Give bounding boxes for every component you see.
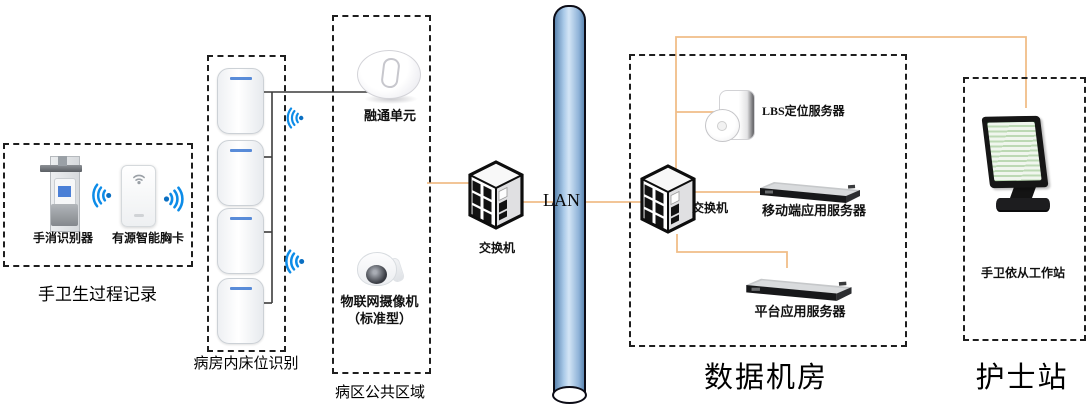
rack-server-icon: [746, 278, 852, 301]
nurse-station-group-box: [963, 77, 1086, 341]
touch-monitor-icon: [981, 114, 1058, 212]
workstation-label: 手卫依从工作站: [980, 266, 1065, 280]
wifi-icon: [88, 182, 113, 209]
core-switch-label: 交换机: [478, 241, 515, 255]
iot-camera-label-line2: （标准型）: [346, 311, 412, 326]
wifi-icon: [283, 106, 305, 130]
hand-hygiene-group-box: [3, 143, 193, 267]
bed-reader-device-icon: [217, 140, 264, 206]
switch-icon: [640, 164, 696, 234]
brand-mark: [229, 77, 252, 80]
platform-app-server-label: 平台应用服务器: [754, 304, 846, 319]
dome-camera-icon: [354, 250, 406, 294]
sanitizer-icon: [38, 154, 92, 236]
wifi-icon: [162, 185, 188, 213]
badge-label: 有源智能胸卡: [111, 231, 184, 245]
link-dr-switch-to-nurse-station: [675, 36, 1027, 175]
switch-icon: [468, 160, 524, 230]
hand-hygiene-group-title: 手卫生过程记录: [38, 285, 157, 304]
data-room-switch-label: 交换机: [692, 201, 729, 215]
rack-server-icon: [760, 182, 860, 203]
ward-public-group-title: 病区公共区域: [334, 385, 425, 401]
link-dr-switch-to-platform-server: [676, 234, 788, 268]
lbs-server-label: LBS定位服务器: [762, 104, 845, 118]
bed-recognition-group-box: [207, 55, 286, 352]
bed-reader-device-icon: [217, 208, 264, 274]
brand-mark: [229, 287, 252, 290]
lan-pipe: [553, 5, 586, 397]
brand-mark: [229, 149, 252, 152]
bed-reader-device-icon: [217, 68, 264, 134]
data-room-group-title: 数据机房: [703, 362, 828, 394]
brand-mark: [229, 217, 252, 220]
bed-recognition-group-title: 病房内床位识别: [193, 356, 299, 372]
lan-label: LAN: [543, 190, 580, 210]
fusion-unit-label: 融通单元: [363, 108, 416, 123]
nurse-station-group-title: 护士站: [975, 362, 1069, 394]
disc-server-icon: [705, 90, 757, 142]
sanitizer-label: 手消识别器: [32, 231, 93, 245]
ward-public-group-box: [332, 15, 431, 374]
badge-icon: [121, 165, 156, 227]
ceiling-ap-icon: [357, 50, 421, 104]
mobile-app-server-label: 移动端应用服务器: [761, 203, 866, 218]
data-room-group-box: [629, 54, 907, 347]
lan-pipe-end: [552, 386, 587, 404]
bed-reader-device-icon: [217, 278, 264, 344]
iot-camera-label-line1: 物联网摄像机: [340, 294, 419, 309]
wifi-icon: [281, 248, 306, 275]
